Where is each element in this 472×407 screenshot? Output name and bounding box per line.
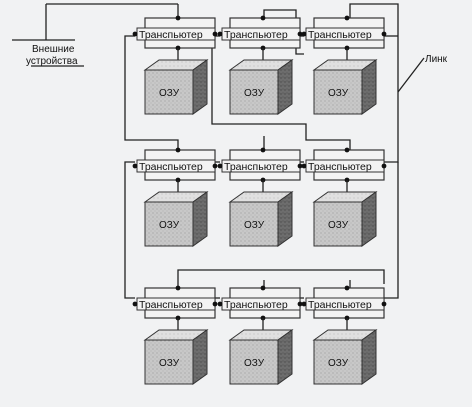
port-dot	[381, 31, 387, 37]
ram-cube-front	[313, 201, 363, 247]
ram-cube-front	[229, 69, 279, 115]
link-r2c1-r3c1	[124, 161, 135, 299]
port-dot	[132, 163, 138, 169]
link-r1c3-r2c3	[349, 3, 399, 163]
transputer-label: Транспьютер	[139, 161, 203, 173]
ram-label: ОЗУ	[328, 88, 349, 99]
transputer-label: Транспьютер	[139, 299, 203, 311]
port-dot	[301, 163, 307, 169]
transputer-label: Транспьютер	[224, 299, 288, 311]
node-grid: ТранспьютерОЗУТранспьютерОЗУТранспьютерО…	[132, 15, 387, 385]
ram-cube: ОЗУ	[312, 191, 378, 247]
ram-cube: ОЗУ	[228, 329, 294, 385]
ram-label: ОЗУ	[159, 220, 180, 231]
port-dot	[260, 285, 266, 291]
ram-cube-side	[192, 191, 208, 247]
port-dot	[217, 301, 223, 307]
ram-cube-front	[313, 339, 363, 385]
ram-cube-side	[192, 59, 208, 115]
port-dot	[212, 163, 218, 169]
port-dot	[381, 301, 387, 307]
link-annotation: Линк	[397, 54, 448, 93]
ram-cube: ОЗУ	[143, 191, 209, 247]
ram-cube-side	[277, 59, 293, 115]
ram-label: ОЗУ	[328, 358, 349, 369]
port-dot	[260, 147, 266, 153]
port-dot	[297, 163, 303, 169]
port-dot	[212, 31, 218, 37]
port-dot	[344, 285, 350, 291]
transputer-label: Транспьютер	[308, 299, 372, 311]
port-dot	[175, 147, 181, 153]
ram-cube: ОЗУ	[312, 329, 378, 385]
ram-cube: ОЗУ	[228, 191, 294, 247]
link-r1c2-r1c3	[263, 9, 304, 55]
transputer-label: Транспьютер	[224, 161, 288, 173]
transputer-label: Транспьютер	[224, 29, 288, 41]
port-dot	[217, 31, 223, 37]
port-dot	[301, 301, 307, 307]
ram-cube-front	[144, 69, 194, 115]
ram-label: ОЗУ	[328, 220, 349, 231]
ram-label: ОЗУ	[244, 220, 265, 231]
ram-cube: ОЗУ	[312, 59, 378, 115]
port-dot	[132, 31, 138, 37]
transputer-label: Транспьютер	[308, 161, 372, 173]
link-right-bus-r3	[384, 162, 399, 299]
port-dot	[301, 31, 307, 37]
external-devices-label-line2: устройства	[26, 56, 78, 67]
port-dot	[212, 301, 218, 307]
port-dot	[381, 163, 387, 169]
ram-label: ОЗУ	[159, 358, 180, 369]
port-dot	[217, 163, 223, 169]
port-dot	[132, 301, 138, 307]
port-dot	[344, 147, 350, 153]
transputer-label: Транспьютер	[308, 29, 372, 41]
port-dot	[175, 285, 181, 291]
ram-cube-side	[277, 191, 293, 247]
port-dot	[297, 31, 303, 37]
port-dot	[344, 15, 350, 21]
ram-cube-front	[144, 339, 194, 385]
ram-cube-side	[361, 329, 377, 385]
ram-cube: ОЗУ	[143, 59, 209, 115]
ram-cube: ОЗУ	[143, 329, 209, 385]
link-r3-top-bus	[177, 269, 385, 288]
external-devices-label-line1: Внешние	[32, 44, 75, 55]
ram-cube-side	[192, 329, 208, 385]
ram-label: ОЗУ	[244, 88, 265, 99]
ram-cube-side	[361, 191, 377, 247]
ram-label: ОЗУ	[159, 88, 180, 99]
ram-cube-side	[361, 59, 377, 115]
port-dot	[260, 15, 266, 21]
ram-cube-front	[313, 69, 363, 115]
ram-cube: ОЗУ	[228, 59, 294, 115]
transputer-label: Транспьютер	[139, 29, 203, 41]
ram-cube-front	[144, 201, 194, 247]
ram-cube-front	[229, 339, 279, 385]
port-dot	[175, 15, 181, 21]
ram-cube-side	[277, 329, 293, 385]
ram-label: ОЗУ	[244, 358, 265, 369]
link-pointer	[397, 57, 425, 93]
link-label: Линк	[425, 54, 448, 65]
port-dot	[297, 301, 303, 307]
link-r1c1-r2c1	[124, 35, 179, 150]
ram-cube-front	[229, 201, 279, 247]
